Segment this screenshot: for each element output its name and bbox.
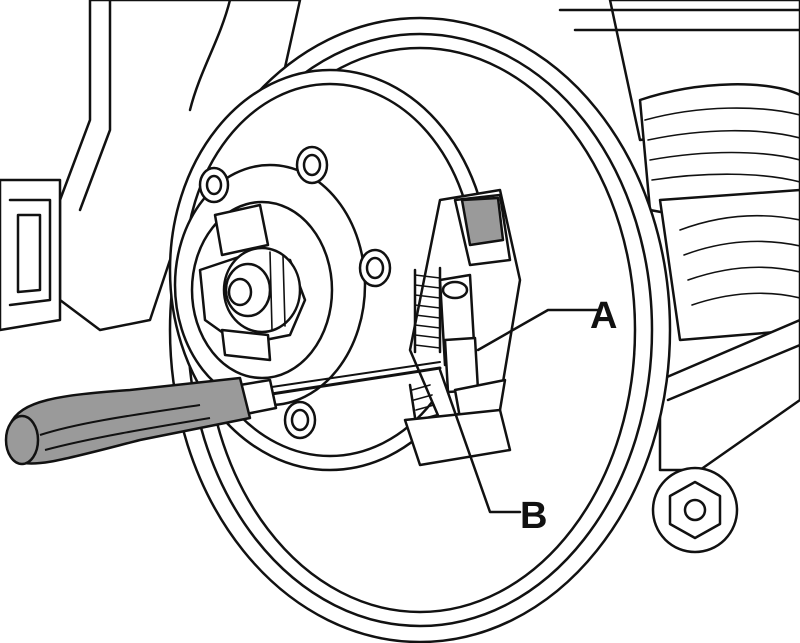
callout-b: B <box>438 368 547 537</box>
control-arm <box>651 318 800 554</box>
callout-a: A <box>476 295 617 352</box>
label-a: A <box>590 295 617 337</box>
screwdriver <box>4 361 442 466</box>
steering-knuckle <box>0 0 302 332</box>
suspension-spring <box>558 0 800 342</box>
label-b: B <box>520 495 547 537</box>
